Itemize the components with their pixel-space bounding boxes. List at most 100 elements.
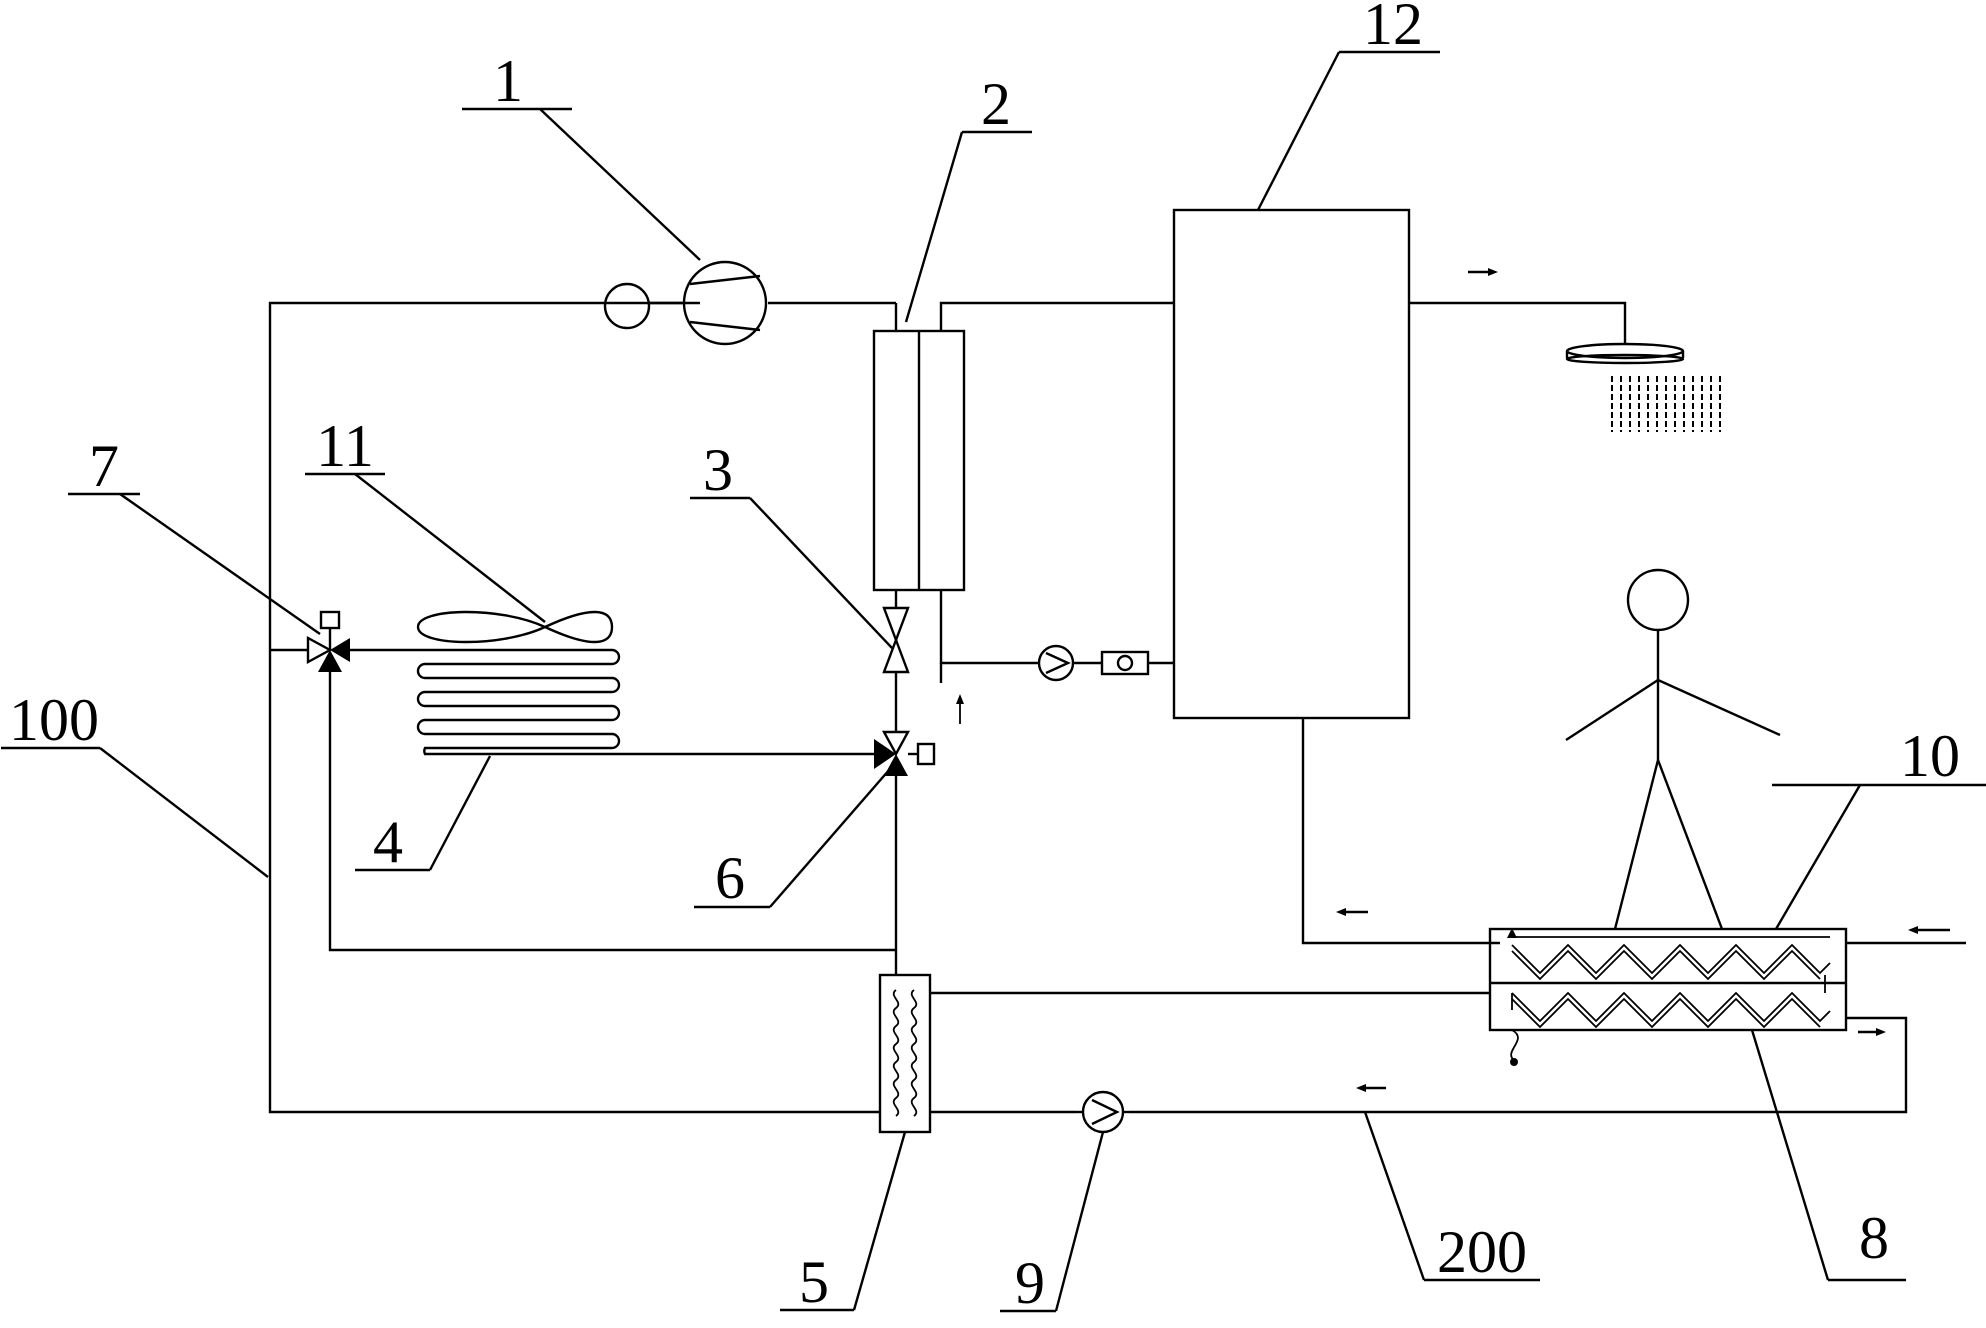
compressor-symbol-lower-line xyxy=(689,320,761,332)
valve-6-left-triangle xyxy=(874,739,896,769)
drain-outlet xyxy=(1510,1029,1519,1063)
leader-3 xyxy=(749,497,893,649)
label-2: 2 xyxy=(981,71,1011,137)
person-head xyxy=(1626,568,1690,632)
label-1: 1 xyxy=(493,48,523,114)
fan-11 xyxy=(416,610,614,644)
plate-exchanger-5 xyxy=(878,973,932,1134)
water-heat-exchanger-2 xyxy=(872,329,966,592)
leader-5 xyxy=(852,1131,907,1311)
three-way-valve-7 xyxy=(306,610,350,672)
shower-arrow-head xyxy=(1488,268,1498,276)
person-figure xyxy=(1565,568,1781,930)
up-arrow xyxy=(956,694,964,724)
coil-serpentine xyxy=(416,648,621,756)
up-arrow-head xyxy=(956,694,964,704)
label-8: 8 xyxy=(1859,1205,1889,1271)
drain-inlet-marker xyxy=(1507,928,1517,938)
accumulator xyxy=(603,282,651,330)
valve-6-actuator xyxy=(916,742,936,766)
valve-7-bypass-pipe xyxy=(328,672,896,952)
drain-exchanger-body xyxy=(1488,927,1848,1032)
label-7: 7 xyxy=(89,433,119,499)
arrow-head xyxy=(1908,926,1918,934)
exchanger-5-coil-left xyxy=(892,989,900,1117)
person-left-arm xyxy=(1565,678,1659,742)
valve-7-actuator xyxy=(319,610,341,630)
leader-12 xyxy=(1256,51,1341,211)
tank-to-shower-pipe xyxy=(1409,301,1627,345)
shower-head xyxy=(1565,342,1685,365)
refrigerant-circuit-100 xyxy=(268,301,898,1114)
fan-blade-left xyxy=(416,610,548,644)
label-4: 4 xyxy=(373,809,403,875)
leader-2 xyxy=(904,131,964,323)
label-9: 9 xyxy=(1015,1250,1045,1316)
leader-8 xyxy=(1750,1029,1830,1281)
shower-head-rim xyxy=(1565,353,1685,365)
valve-7-left-triangle xyxy=(306,635,333,665)
pump-9-symbol xyxy=(1091,1098,1120,1126)
leader-100 xyxy=(99,747,269,878)
compressor-symbol-upper-line xyxy=(689,274,761,286)
valve-7-bottom-triangle xyxy=(318,650,342,672)
fan-blade-right xyxy=(542,610,614,644)
drain-outlet-end xyxy=(1510,1058,1518,1066)
drain-heat-exchanger-10 xyxy=(1488,927,1848,1066)
exchanger-2-return-pipe xyxy=(939,590,1040,665)
valve-6-top-triangle xyxy=(881,730,911,757)
valve-3-lower-triangle xyxy=(882,636,910,674)
flow-meter xyxy=(1100,650,1150,676)
arrow-head xyxy=(1876,1028,1886,1036)
compressor-body xyxy=(682,260,768,346)
tank-to-drain-pipe xyxy=(1301,718,1500,945)
person-right-leg xyxy=(1656,759,1724,930)
flow-meter-rotor xyxy=(1116,654,1134,672)
arrow-head xyxy=(1336,908,1346,916)
circulation-pump xyxy=(1037,644,1075,682)
flow-arrow-left-upper xyxy=(1336,908,1368,916)
leader-7 xyxy=(119,493,321,635)
leader-4 xyxy=(428,755,492,871)
exchanger-2-to-tank-pipe xyxy=(939,301,1174,331)
flow-arrow-shower xyxy=(1468,268,1498,276)
air-coil-4 xyxy=(416,648,621,756)
arrow-head xyxy=(1356,1084,1366,1092)
shower-water-jets xyxy=(1611,376,1721,432)
lower-zigzag-coil xyxy=(1511,991,1831,1023)
leader-9 xyxy=(1054,1131,1105,1312)
flow-arrow-right-lower xyxy=(1858,1028,1886,1036)
exchanger-5-body xyxy=(878,973,932,1134)
return-loop-pipe xyxy=(1130,1016,1908,1114)
valve-7-right-triangle xyxy=(330,638,350,662)
upper-zigzag-coil xyxy=(1511,943,1831,975)
leader-10 xyxy=(1774,784,1862,930)
leader-lines xyxy=(1,50,1986,1313)
label-200: 200 xyxy=(1437,1219,1527,1285)
circulation-pump-symbol xyxy=(1045,651,1071,675)
leader-200 xyxy=(1363,1111,1426,1281)
flow-arrow-cold-inlet xyxy=(1908,926,1950,934)
label-11: 11 xyxy=(316,413,374,479)
label-6: 6 xyxy=(715,845,745,911)
three-way-valve-6 xyxy=(874,730,936,776)
water-loop-200 xyxy=(930,991,1908,1114)
leader-11 xyxy=(354,473,546,623)
person-left-leg xyxy=(1613,759,1660,930)
label-10: 10 xyxy=(1900,723,1960,789)
label-5: 5 xyxy=(799,1249,829,1315)
leader-1 xyxy=(539,108,701,261)
label-100: 100 xyxy=(9,687,99,753)
lower-zigzag-coil-inner xyxy=(1511,997,1821,1029)
pump-9 xyxy=(1076,1090,1130,1134)
accumulator-circle xyxy=(603,282,651,330)
refrigerant-outer-loop-pipe xyxy=(268,301,880,1114)
reference-numerals: 1 2 12 3 11 7 100 4 6 10 5 9 200 8 xyxy=(9,0,1960,1316)
label-12: 12 xyxy=(1363,0,1423,57)
person-right-arm xyxy=(1657,678,1781,737)
label-3: 3 xyxy=(703,437,733,503)
compressor-1 xyxy=(682,260,768,346)
water-tank-12 xyxy=(1172,208,1411,720)
